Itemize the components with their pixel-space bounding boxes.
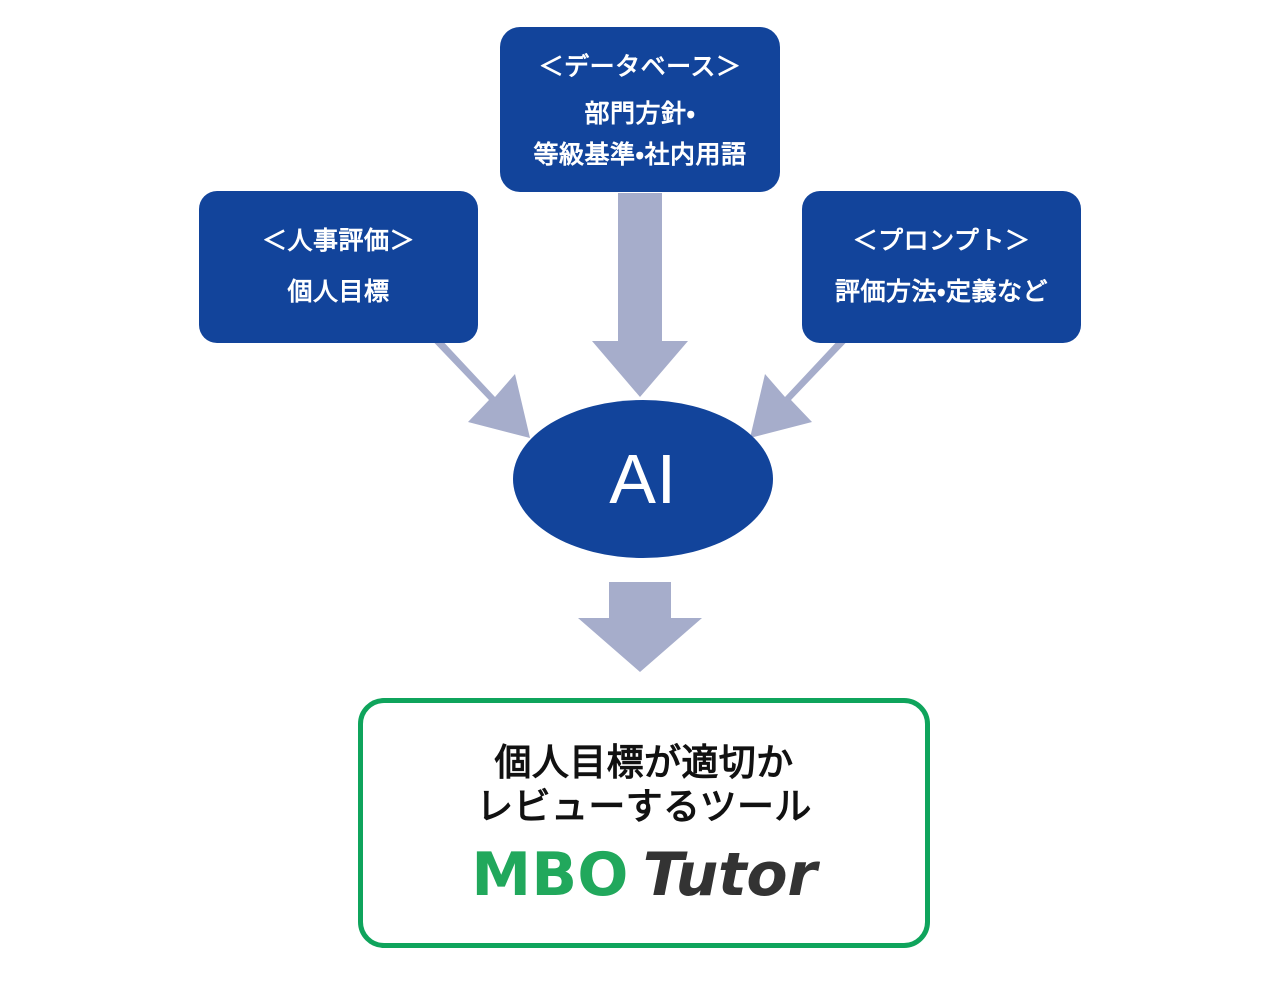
source-box-database: ＜データベース＞ 部門方針・ 等級基準・社内用語 [500, 27, 780, 192]
ai-processor-node: AI [513, 400, 773, 558]
ai-label: AI [609, 440, 677, 518]
database-line-2: 等級基準・社内用語 [533, 141, 747, 169]
database-line-1: 部門方針・ [584, 100, 696, 128]
arrow-from-ai [578, 582, 702, 672]
product-logo-primary: MBO [471, 839, 629, 910]
database-heading: ＜データベース＞ [538, 53, 742, 81]
prompt-line-1: 評価方法・定義など [834, 278, 1048, 306]
hr-evaluation-line-1: 個人目標 [287, 278, 390, 306]
arrow-from-prompt [750, 306, 903, 438]
product-logo-secondary: Tutor [642, 839, 817, 910]
arrow-from-database [592, 193, 688, 397]
result-line-1: 個人目標が適切か [494, 742, 794, 784]
result-line-2: レビューするツール [476, 786, 812, 827]
hr-evaluation-heading: ＜人事評価＞ [261, 227, 415, 255]
prompt-heading: ＜プロンプト＞ [852, 227, 1031, 255]
arrow-from-hr-evaluation [377, 306, 530, 438]
source-box-hr-evaluation: ＜人事評価＞ 個人目標 [199, 191, 478, 343]
source-box-prompt: ＜プロンプト＞ 評価方法・定義など [802, 191, 1081, 343]
